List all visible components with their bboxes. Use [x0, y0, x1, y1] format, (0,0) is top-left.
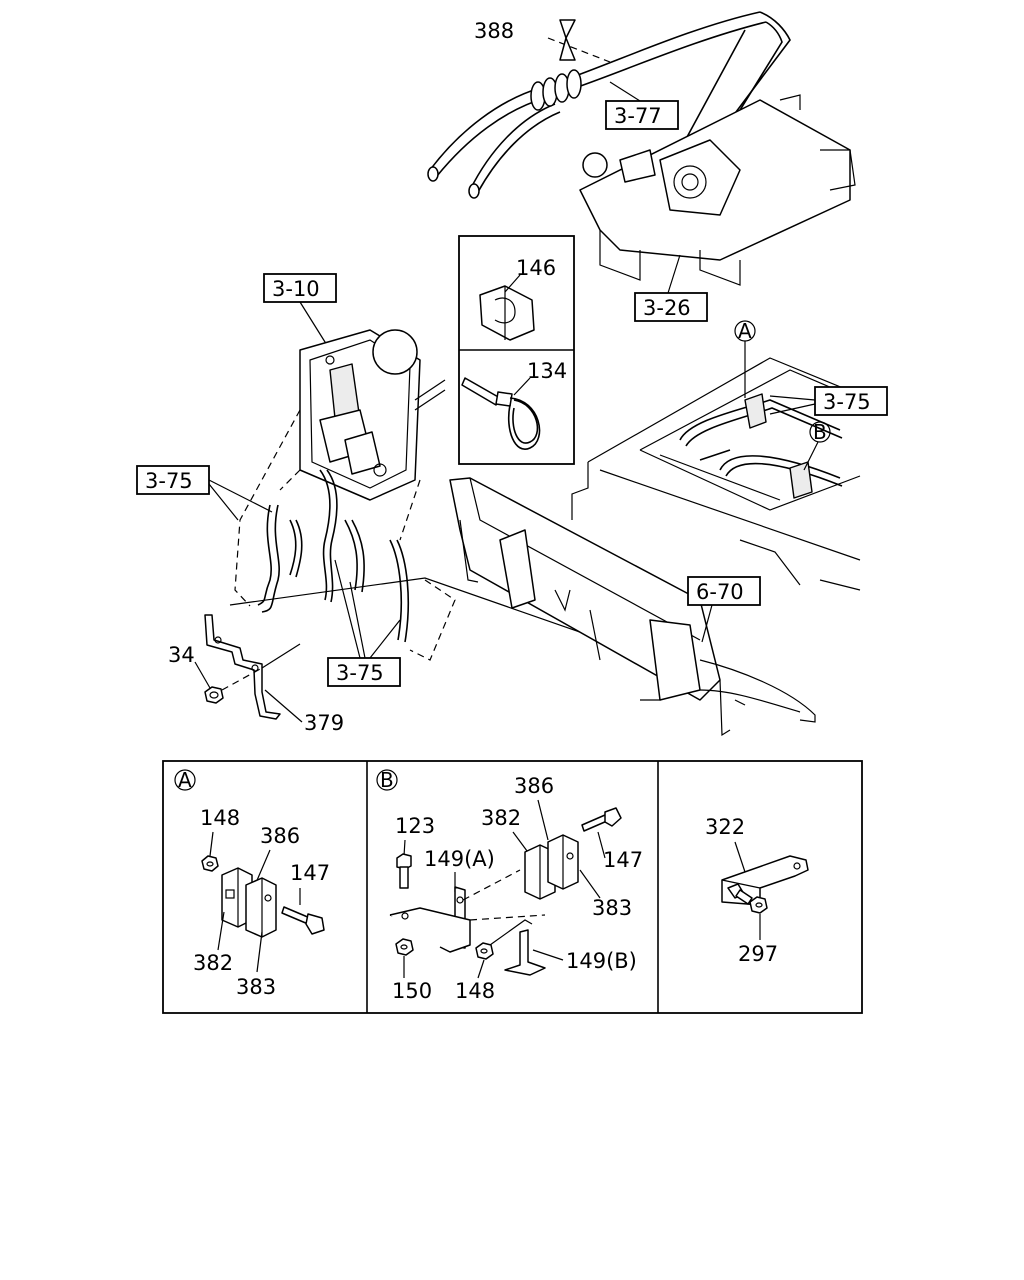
clip-388-icon	[559, 19, 576, 61]
label-box-6-70	[687, 576, 761, 606]
inset-146-134: 146 134	[458, 235, 575, 465]
panelB-label-386: 386	[514, 774, 554, 798]
label-3-75-left: 3-75	[145, 469, 193, 493]
bolt-147-B-icon	[581, 807, 622, 832]
bolt-297-icon	[727, 883, 768, 914]
hose-assembly	[427, 11, 791, 199]
nut-148-icon	[201, 855, 219, 872]
panel-C: 322 297	[705, 815, 809, 966]
label-box-3-75-right	[814, 386, 888, 416]
panel-B-tag	[376, 769, 398, 791]
clip-146-icon	[479, 285, 535, 341]
label-box-3-26	[634, 292, 708, 322]
hoses-3-75-left	[257, 469, 410, 643]
panelA-label-386: 386	[260, 824, 300, 848]
label-134: 134	[527, 359, 567, 383]
clamp-382-383-icon	[221, 867, 277, 938]
bracket-149B-icon	[489, 919, 546, 976]
panelB-label-148: 148	[455, 979, 495, 1003]
panelB-label-147: 147	[603, 848, 643, 872]
label-3-26: 3-26	[643, 296, 691, 320]
cross-member	[449, 477, 816, 737]
label-A-top: A	[738, 319, 752, 343]
nut-150-icon	[395, 938, 414, 956]
panelC-label-297: 297	[738, 942, 778, 966]
panelB-label-149B: 149(B)	[566, 949, 637, 973]
panelB-label-123: 123	[395, 814, 435, 838]
panel-B: B 123 382 386 147 149(A) 383	[376, 768, 643, 1003]
label-3-77: 3-77	[614, 104, 662, 128]
module-3-10	[299, 329, 446, 501]
panel-B-tag-text: B	[380, 768, 394, 792]
label-B-top: B	[813, 420, 827, 444]
hose-corrugated-sleeve	[530, 69, 582, 111]
label-388: 388	[474, 19, 514, 43]
panelB-label-149A: 149(A)	[424, 847, 495, 871]
panelB-label-383: 383	[592, 896, 632, 920]
bolt-147-icon	[281, 906, 325, 935]
label-34: 34	[168, 643, 195, 667]
label-box-3-10	[263, 273, 337, 303]
bracket-379	[204, 614, 281, 720]
panel-A: A 148 386 147 382 383	[174, 768, 330, 999]
panelB-label-382: 382	[481, 806, 521, 830]
label-6-70: 6-70	[696, 580, 744, 604]
label-379: 379	[304, 711, 344, 735]
clamp-382-383-B-icon	[524, 834, 579, 900]
nut-34-icon	[204, 686, 224, 704]
tie-134-icon	[461, 377, 541, 450]
nut-148-B-icon	[475, 942, 494, 960]
outline-dashed-left	[234, 409, 456, 661]
panelA-label-148: 148	[200, 806, 240, 830]
label-3-75-bottom: 3-75	[336, 661, 384, 685]
label-box-3-75-left	[136, 465, 210, 495]
panelA-label-383: 383	[236, 975, 276, 999]
leader-388	[547, 37, 611, 63]
panel-A-tag	[174, 769, 196, 791]
panelA-label-382: 382	[193, 951, 233, 975]
panel-A-tag-text: A	[178, 768, 192, 792]
callout-B-top	[809, 421, 831, 443]
panelC-label-322: 322	[705, 815, 745, 839]
bracket-149A-icon	[389, 886, 471, 953]
panelB-label-150: 150	[392, 979, 432, 1003]
label-box-3-75-bottom	[327, 657, 401, 687]
bolt-123-icon	[396, 853, 412, 889]
label-3-10: 3-10	[272, 277, 320, 301]
label-3-75-right: 3-75	[823, 390, 871, 414]
panelA-label-147: 147	[290, 861, 330, 885]
label-146: 146	[516, 256, 556, 280]
upper-frame-bracket	[579, 94, 856, 286]
label-box-3-77	[605, 100, 679, 130]
